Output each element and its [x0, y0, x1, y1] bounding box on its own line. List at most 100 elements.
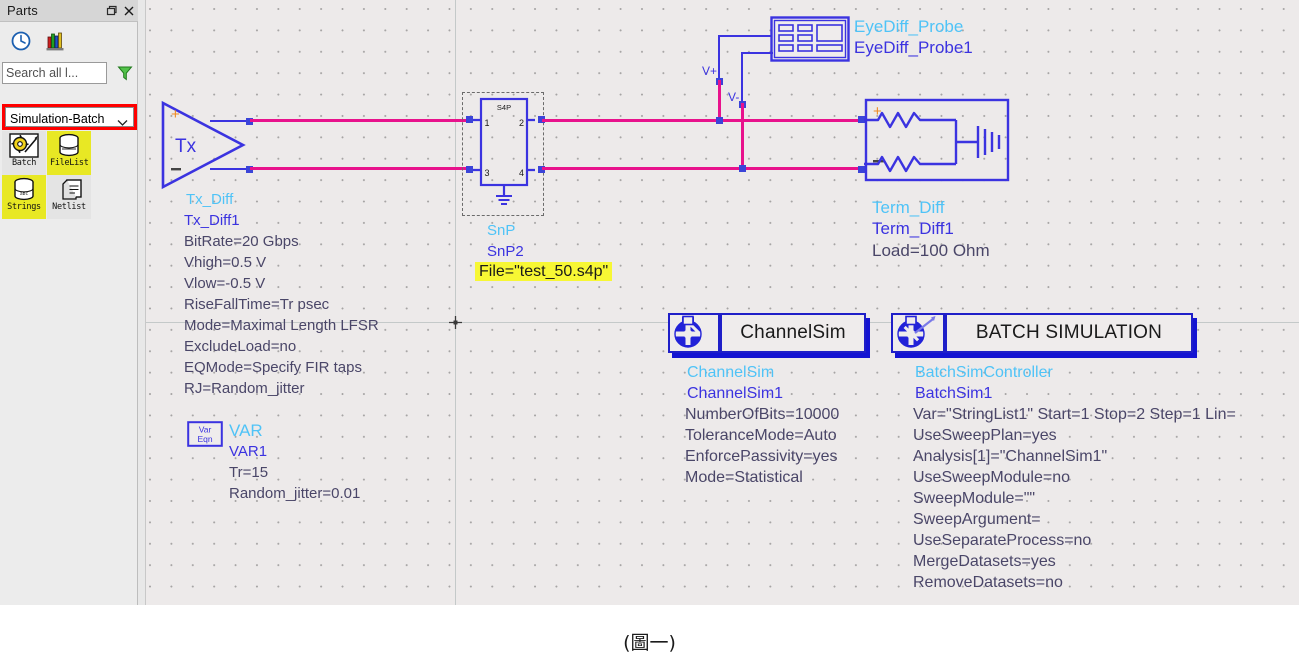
batchsim-controller-box[interactable]: BATCH SIMULATION: [891, 313, 1197, 358]
part-label: Strings: [7, 202, 41, 212]
part-item-netlist[interactable]: Netlist: [47, 175, 91, 219]
tx-source-symbol[interactable]: Tx +: [158, 100, 250, 195]
term-diff-symbol[interactable]: +: [864, 98, 1010, 187]
svg-text:1: 1: [485, 118, 490, 128]
term-instance-label: Term_Diff1: [872, 219, 954, 238]
batchsim-param: UseSeparateProcess=no: [913, 532, 1092, 549]
batchsim-instance-label: BatchSim1: [915, 385, 993, 402]
part-item-batch[interactable]: Batch: [2, 131, 46, 175]
svg-text:abc: abc: [20, 191, 29, 197]
filelist-icon: [54, 133, 84, 158]
funnel-icon[interactable]: [116, 64, 134, 82]
tx-param: Vlow=-0.5 V: [184, 275, 266, 292]
probe-name-label: EyeDiff_Probe: [854, 17, 964, 36]
tx-param: RJ=Random_jitter: [184, 380, 305, 397]
wire-snp-term-top[interactable]: [542, 119, 862, 123]
snp-node-p4: [538, 166, 545, 173]
search-input[interactable]: [2, 62, 107, 84]
tx-node-bottom: [246, 166, 253, 173]
channelsim-param: EnforcePassivity=yes: [685, 448, 838, 465]
batchsim-name-label: BatchSimController: [915, 364, 1053, 381]
batchsim-param: SweepArgument=: [913, 511, 1041, 528]
library-icon[interactable]: [44, 29, 68, 53]
svg-text:Eqn: Eqn: [197, 434, 212, 444]
tx-lead-top: [210, 120, 250, 123]
batchsim-param: MergeDatasets=yes: [913, 553, 1056, 570]
term-node-bottom: [858, 166, 865, 173]
wire-tx-snp-top[interactable]: [250, 119, 466, 123]
eyediff-probe-symbol[interactable]: [770, 16, 850, 67]
snp-name-label: SnP: [487, 222, 516, 239]
float-icon[interactable]: [104, 4, 118, 18]
batchsim-param: Analysis[1]="ChannelSim1": [913, 448, 1108, 465]
junction-bottom: [739, 165, 746, 172]
term-node-top: [858, 116, 865, 123]
channelsim-param: ToleranceMode=Auto: [685, 427, 837, 444]
parts-toolbar: [0, 22, 138, 60]
batchsim-box-text-cell: BATCH SIMULATION: [945, 313, 1193, 353]
var-instance-label: VAR1: [229, 443, 268, 460]
close-icon[interactable]: [122, 4, 136, 18]
var-eqn-symbol[interactable]: Var Eqn: [187, 421, 223, 452]
part-item-strings[interactable]: abc Strings: [2, 175, 46, 219]
wire-snp-term-bottom[interactable]: [542, 167, 862, 171]
svg-text:Var: Var: [199, 425, 212, 435]
probe-lead-bottom-h: [741, 52, 773, 55]
canvas-axis-vertical: [455, 0, 456, 605]
panel-scrollbar[interactable]: [138, 0, 146, 605]
batchsim-param: SweepModule="": [913, 490, 1036, 507]
search-row: [0, 62, 138, 88]
channelsim-param: NumberOfBits=10000: [685, 406, 840, 423]
channelsim-box-text-cell: ChannelSim: [720, 313, 866, 353]
probe-lead-bottom-v: [741, 52, 744, 104]
snp-file-param: File="test_50.s4p": [475, 262, 613, 281]
chevron-down-icon: [117, 114, 128, 132]
var-name-label: VAR: [229, 421, 263, 440]
probe-drop-vminus: [741, 103, 745, 169]
var-param: Random_jitter=0.01: [229, 485, 361, 502]
probe-lead-top-v: [718, 35, 721, 80]
category-highlight: Simulation-Batch: [2, 104, 137, 130]
parts-titlebar: Parts: [0, 0, 138, 22]
part-label: FileList: [50, 158, 89, 168]
schematic-canvas[interactable]: Tx + S4P 1 2 3 4: [146, 0, 1299, 605]
figure-caption: (圖一): [623, 632, 676, 654]
category-select[interactable]: Simulation-Batch: [5, 107, 134, 127]
batchsim-box-label: BATCH SIMULATION: [975, 322, 1163, 343]
tx-param: RiseFallTime=Tr psec: [184, 296, 330, 313]
tx-param: ExcludeLoad=no: [184, 338, 297, 355]
probe-lead-top-h: [718, 35, 772, 38]
svg-text:+: +: [873, 103, 882, 120]
clock-icon[interactable]: [9, 29, 33, 53]
term-name-label: Term_Diff: [872, 198, 945, 217]
part-label: Batch: [11, 158, 37, 168]
tx-param: Mode=Maximal Length LFSR: [184, 317, 379, 334]
batchsim-param: UseSweepModule=no: [913, 469, 1070, 486]
batchsim-param: Var="StringList1" Start=1 Stop=2 Step=1 …: [913, 406, 1236, 423]
channelsim-name-label: ChannelSim: [687, 364, 775, 381]
batchsim-param: UseSweepPlan=yes: [913, 427, 1057, 444]
part-label: Netlist: [52, 202, 86, 212]
snp-node-p1: [466, 116, 473, 123]
channelsim-controller-box[interactable]: ChannelSim: [668, 313, 870, 358]
probe-instance-label: EyeDiff_Probe1: [854, 38, 973, 57]
tx-lead-bottom: [210, 168, 250, 171]
svg-text:2: 2: [519, 118, 524, 128]
panel-title: Parts: [7, 3, 38, 18]
category-selected-value: Simulation-Batch: [10, 112, 105, 126]
part-item-filelist[interactable]: FileList: [47, 131, 91, 175]
probe-port-plus-label: V+: [702, 64, 718, 78]
svg-text:+: +: [171, 106, 180, 123]
svg-text:S4P: S4P: [497, 103, 511, 112]
snp-symbol[interactable]: S4P 1 2 3 4: [473, 96, 535, 219]
svg-text:3: 3: [485, 168, 490, 178]
var-param: Tr=15: [229, 464, 269, 481]
probe-drop-vplus: [718, 80, 722, 121]
netlist-icon: [54, 177, 84, 202]
wire-tx-snp-bottom[interactable]: [250, 167, 466, 171]
tx-param: BitRate=20 Gbps: [184, 233, 299, 250]
tx-node-top: [246, 118, 253, 125]
svg-text:4: 4: [519, 168, 524, 178]
junction-top: [716, 117, 723, 124]
